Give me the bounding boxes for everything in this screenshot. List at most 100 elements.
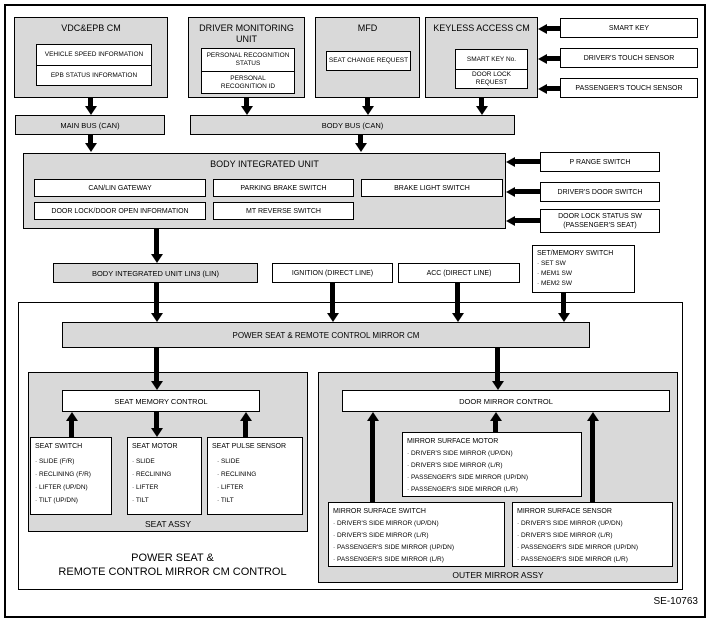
unit-keyless-access-cm: KEYLESS ACCESS CM SMART KEY No. DOOR LOC… — [425, 17, 538, 98]
module-brake-light-switch: BRAKE LIGHT SWITCH — [361, 179, 503, 197]
signal-smart-key-no: SMART KEY No. — [455, 49, 528, 70]
diagram-caption: POWER SEAT & REMOTE CONTROL MIRROR CM CO… — [58, 552, 287, 578]
node-mirror-surface-switch: MIRROR SURFACE SWITCH · DRIVER'S SIDE MI… — [328, 502, 505, 567]
arrow-mirror-sensor-to-control — [590, 421, 595, 502]
signal-seat-change-request: SEAT CHANGE REQUEST — [326, 51, 411, 71]
node-body-integrated-unit-lin3: BODY INTEGRATED UNIT LIN3 (LIN) — [53, 263, 258, 283]
node-ignition-direct-line: IGNITION (DIRECT LINE) — [272, 263, 393, 283]
unit-driver-monitoring-unit-title: DRIVER MONITORING UNIT — [199, 23, 294, 44]
arrow-mirror-motor-to-control — [493, 421, 498, 432]
seat-assy-label: SEAT ASSY — [145, 519, 191, 529]
arrow-vdc-to-main-bus — [88, 98, 93, 106]
set-memory-item-mem1-sw: · MEM1 SW — [537, 270, 573, 277]
arrow-acc-to-cm — [455, 283, 460, 313]
unit-mfd: MFD SEAT CHANGE REQUEST — [315, 17, 420, 98]
module-door-lock-door-open-information: DOOR LOCK/DOOR OPEN INFORMATION — [34, 202, 206, 220]
node-seat-switch: SEAT SWITCH · SLIDE (F/R) · RECLINING (F… — [30, 437, 112, 515]
node-seat-motor: SEAT MOTOR · SLIDE · RECLINING · LIFTER … — [127, 437, 202, 515]
mirror-surface-sensor-item: · PASSENGER'S SIDE MIRROR (UP/DN) — [517, 544, 639, 551]
arrow-cm-to-door-mirror-control — [495, 348, 500, 381]
node-seat-memory-control: SEAT MEMORY CONTROL — [62, 390, 260, 412]
seat-switch-title: SEAT SWITCH — [35, 443, 83, 450]
signal-door-lock-request: DOOR LOCK REQUEST — [455, 69, 528, 89]
arrow-p-range-to-biu — [515, 159, 540, 164]
seat-pulse-sensor-title: SEAT PULSE SENSOR — [212, 443, 287, 450]
arrow-door-lock-status-to-biu — [515, 218, 540, 223]
arrow-ignition-to-cm — [330, 283, 335, 313]
bus-body-can: BODY BUS (CAN) — [190, 115, 515, 135]
arrow-control-to-seat-motor — [154, 412, 159, 428]
bus-main-can: MAIN BUS (CAN) — [15, 115, 165, 135]
mirror-surface-motor-item: · PASSENGER'S SIDE MIRROR (L/R) — [407, 486, 518, 493]
seat-pulse-sensor-item: · TILT — [217, 497, 234, 504]
seat-switch-item: · RECLINING (F/R) — [35, 471, 91, 478]
arrow-body-bus-to-biu — [358, 135, 363, 143]
unit-body-integrated-unit-title: BODY INTEGRATED UNIT — [210, 159, 319, 169]
arrow-passengers-touch-to-keyless — [547, 86, 560, 91]
signal-personal-recognition-id: PERSONAL RECOGNITION ID — [201, 71, 295, 94]
input-drivers-door-switch: DRIVER'S DOOR SWITCH — [540, 182, 660, 202]
set-memory-switch-title: SET/MEMORY SWITCH — [537, 250, 614, 257]
node-door-mirror-control: DOOR MIRROR CONTROL — [342, 390, 670, 412]
arrow-lin3-to-cm — [154, 283, 159, 313]
mirror-surface-switch-item: · DRIVER'S SIDE MIRROR (UP/DN) — [333, 520, 439, 527]
input-door-lock-status-sw: DOOR LOCK STATUS SW (PASSENGER'S SEAT) — [540, 209, 660, 233]
mirror-surface-switch-item: · PASSENGER'S SIDE MIRROR (L/R) — [333, 556, 444, 563]
signal-vehicle-speed-information: VEHICLE SPEED INFORMATION — [36, 44, 152, 66]
input-smart-key: SMART KEY — [560, 18, 698, 38]
power-seat-control-container — [18, 302, 683, 590]
unit-vdc-epb-cm: VDC&EPB CM VEHICLE SPEED INFORMATION EPB… — [14, 17, 168, 98]
seat-motor-title: SEAT MOTOR — [132, 443, 178, 450]
seat-motor-item: · TILT — [132, 497, 149, 504]
arrow-mirror-switch-to-control — [370, 421, 375, 502]
seat-motor-item: · SLIDE — [132, 458, 155, 465]
mirror-surface-motor-item: · PASSENGER'S SIDE MIRROR (UP/DN) — [407, 474, 529, 481]
signal-personal-recognition-status: PERSONAL RECOGNITION STATUS — [201, 48, 295, 72]
node-power-seat-remote-control-mirror-cm: POWER SEAT & REMOTE CONTROL MIRROR CM — [62, 322, 590, 348]
signal-epb-status-information: EPB STATUS INFORMATION — [36, 65, 152, 86]
arrow-smart-key-to-keyless — [547, 26, 560, 31]
seat-switch-item: · LIFTER (UP/DN) — [35, 484, 88, 491]
mirror-surface-switch-title: MIRROR SURFACE SWITCH — [333, 508, 426, 515]
set-memory-item-set-sw: · SET SW — [537, 260, 566, 267]
mirror-surface-switch-item: · PASSENGER'S SIDE MIRROR (UP/DN) — [333, 544, 455, 551]
arrow-drivers-door-to-biu — [515, 189, 540, 194]
input-p-range-switch: P RANGE SWITCH — [540, 152, 660, 172]
node-seat-pulse-sensor: SEAT PULSE SENSOR · SLIDE · RECLINING · … — [207, 437, 303, 515]
arrow-dmu-to-body-bus — [244, 98, 249, 106]
seat-switch-item: · SLIDE (F/R) — [35, 458, 75, 465]
arrow-seat-switch-to-control — [69, 421, 74, 437]
seat-motor-item: · LIFTER — [132, 484, 159, 491]
unit-vdc-epb-cm-title: VDC&EPB CM — [61, 23, 121, 33]
arrow-biu-to-lin3 — [154, 229, 159, 254]
node-acc-direct-line: ACC (DIRECT LINE) — [398, 263, 520, 283]
arrow-keyless-to-body-bus — [479, 98, 484, 106]
mirror-surface-sensor-title: MIRROR SURFACE SENSOR — [517, 508, 612, 515]
seat-pulse-sensor-item: · LIFTER — [217, 484, 244, 491]
mirror-surface-sensor-item: · DRIVER'S SIDE MIRROR (UP/DN) — [517, 520, 623, 527]
mirror-surface-sensor-item: · PASSENGER'S SIDE MIRROR (L/R) — [517, 556, 628, 563]
set-memory-item-mem2-sw: · MEM2 SW — [537, 280, 573, 287]
seat-pulse-sensor-item: · RECLINING — [217, 471, 257, 478]
figure-code: SE-10763 — [653, 596, 698, 607]
arrow-seat-pulse-sensor-to-control — [243, 421, 248, 437]
mirror-surface-sensor-item: · DRIVER'S SIDE MIRROR (L/R) — [517, 532, 613, 539]
module-parking-brake-switch: PARKING BRAKE SWITCH — [213, 179, 354, 197]
input-drivers-touch-sensor: DRIVER'S TOUCH SENSOR — [560, 48, 698, 68]
outer-mirror-assy-label: OUTER MIRROR ASSY — [452, 570, 544, 580]
arrow-cm-to-seat-memory-control — [154, 348, 159, 381]
unit-keyless-access-cm-title: KEYLESS ACCESS CM — [433, 23, 530, 33]
seat-pulse-sensor-item: · SLIDE — [217, 458, 240, 465]
outer-frame — [4, 4, 706, 618]
arrow-drivers-touch-to-keyless — [547, 56, 560, 61]
module-can-lin-gateway: CAN/LIN GATEWAY — [34, 179, 206, 197]
arrow-main-bus-to-biu — [88, 135, 93, 143]
unit-driver-monitoring-unit: DRIVER MONITORING UNIT PERSONAL RECOGNIT… — [188, 17, 305, 98]
mirror-surface-motor-item: · DRIVER'S SIDE MIRROR (L/R) — [407, 462, 503, 469]
seat-switch-item: · TILT (UP/DN) — [35, 497, 78, 504]
node-mirror-surface-sensor: MIRROR SURFACE SENSOR · DRIVER'S SIDE MI… — [512, 502, 673, 567]
unit-mfd-title: MFD — [357, 23, 378, 33]
input-set-memory-switch: SET/MEMORY SWITCH · SET SW · MEM1 SW · M… — [532, 245, 635, 293]
mirror-surface-motor-item: · DRIVER'S SIDE MIRROR (UP/DN) — [407, 450, 513, 457]
